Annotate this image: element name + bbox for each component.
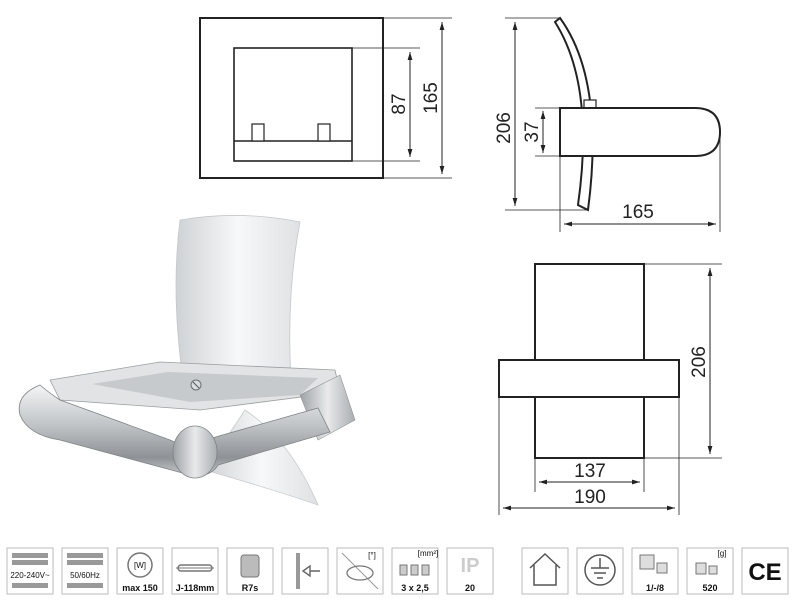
wattage-label: max 150 (122, 583, 158, 593)
lamp-length-icon: J-118mm (171, 547, 219, 595)
rotation-icon: [°] (336, 547, 384, 595)
wattage-icon: [W] max 150 (116, 547, 164, 595)
wire-section-label: 3 x 2,5 (401, 583, 429, 593)
top-height: 206 (689, 346, 710, 378)
lamp-base-label: R7s (242, 583, 259, 593)
weight-unit: [g] (718, 549, 727, 558)
wattage-unit: [W] (134, 561, 146, 570)
top-outer-width: 190 (574, 487, 606, 508)
side-total-height: 206 (494, 112, 515, 144)
voltage-icon: 220-240V~ (6, 547, 54, 595)
icon-strip: 220-240V~ 50/60Hz [W] max 150 J-118mm (6, 547, 789, 595)
product-render (18, 215, 356, 506)
wire-section-icon: [mm²] 3 x 2,5 (391, 547, 439, 595)
wall-mount-icon (281, 547, 329, 595)
wire-section-unit: [mm²] (418, 549, 438, 558)
frequency-label: 50/60Hz (70, 571, 100, 580)
ground-icon (576, 547, 624, 595)
front-view: 87 165 (199, 17, 452, 179)
top-view: 206 137 190 (498, 263, 722, 515)
ce-mark-label: CE (748, 559, 781, 586)
side-view: 206 37 165 (494, 16, 722, 232)
package-icon: 1/-/8 (631, 547, 679, 595)
rotation-unit: [°] (368, 551, 376, 560)
ip-rating-icon: IP 20 (446, 547, 494, 595)
indoor-icon (521, 547, 569, 595)
front-inner-height: 87 (389, 93, 410, 114)
ce-mark-icon: CE (741, 547, 789, 595)
voltage-label: 220-240V~ (10, 571, 50, 580)
package-label: 1/-/8 (646, 583, 664, 593)
front-outer-height: 165 (421, 82, 442, 114)
lamp-base-icon: R7s (226, 547, 274, 595)
ip-label: 20 (465, 583, 475, 593)
side-depth: 165 (622, 202, 654, 223)
weight-icon: [g] 520 (686, 547, 734, 595)
top-inner-width: 137 (574, 461, 606, 482)
lamp-length-label: J-118mm (176, 583, 215, 593)
ip-title: IP (461, 555, 480, 577)
frequency-icon: 50/60Hz (61, 547, 109, 595)
side-arm-height: 37 (522, 121, 543, 142)
weight-label: 520 (702, 583, 717, 593)
